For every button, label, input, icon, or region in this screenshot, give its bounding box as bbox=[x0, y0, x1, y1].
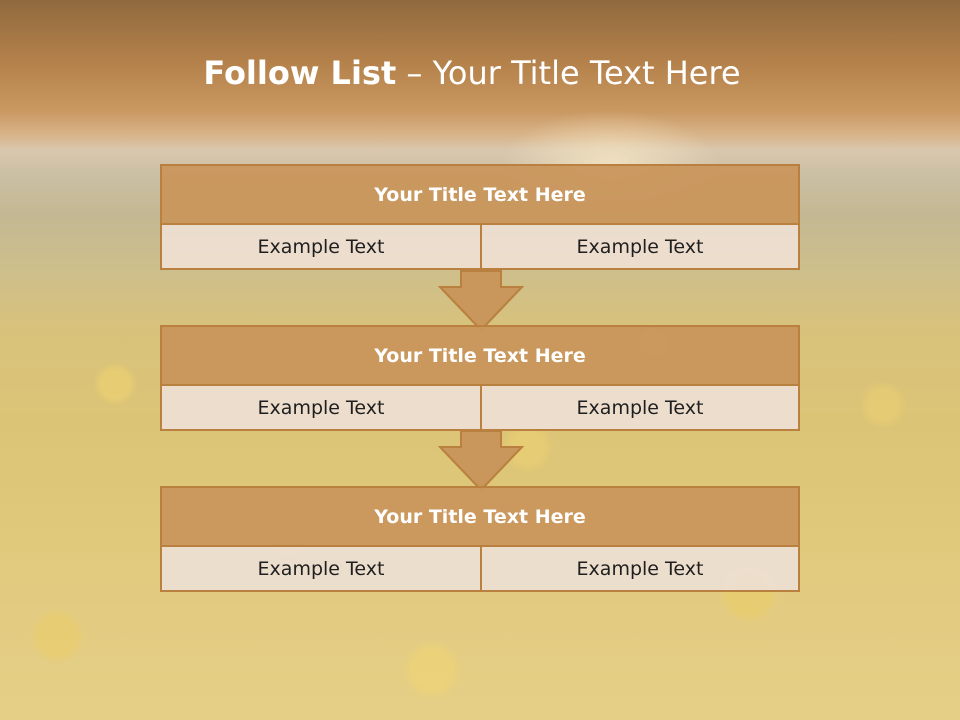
slide-title: Follow List – Your Title Text Here bbox=[0, 54, 944, 92]
step-box-2: Your Title Text Here Example Text Exampl… bbox=[160, 325, 800, 431]
down-arrow-icon bbox=[438, 270, 524, 332]
step-right-cell: Example Text bbox=[482, 547, 798, 590]
step-right-cell: Example Text bbox=[482, 386, 798, 429]
step-heading: Your Title Text Here bbox=[162, 488, 798, 547]
step-box-3: Your Title Text Here Example Text Exampl… bbox=[160, 486, 800, 592]
step-heading: Your Title Text Here bbox=[162, 327, 798, 386]
step-heading: Your Title Text Here bbox=[162, 166, 798, 225]
down-arrow-icon bbox=[438, 430, 524, 492]
title-bold: Follow List bbox=[203, 54, 397, 92]
title-rest: – Your Title Text Here bbox=[396, 54, 741, 92]
step-left-cell: Example Text bbox=[162, 386, 482, 429]
step-box-1: Your Title Text Here Example Text Exampl… bbox=[160, 164, 800, 270]
step-left-cell: Example Text bbox=[162, 225, 482, 268]
step-left-cell: Example Text bbox=[162, 547, 482, 590]
step-right-cell: Example Text bbox=[482, 225, 798, 268]
